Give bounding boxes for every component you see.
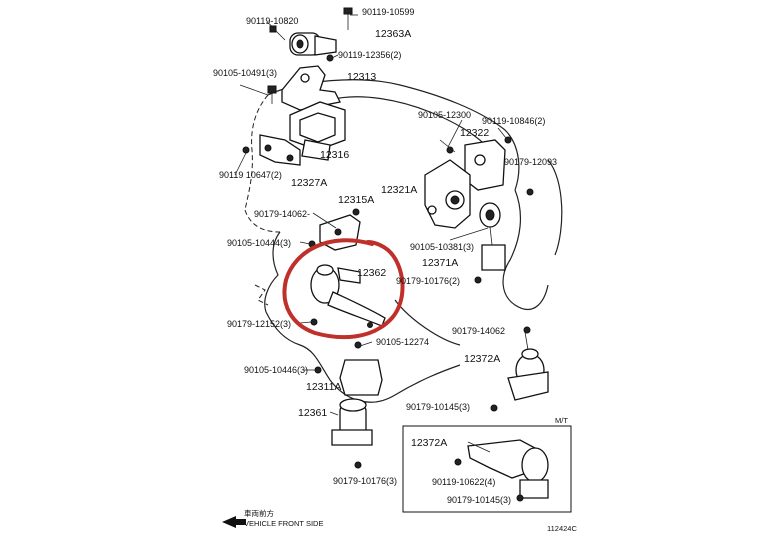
part-12361 <box>331 398 373 469</box>
label-90119-10846: 90119-10846(2) <box>482 116 545 126</box>
part-12371A <box>474 202 506 284</box>
label-12363A: 12363A <box>375 28 411 40</box>
figure-code: 112424C <box>547 524 577 533</box>
label-90179-10176-top: 90179-10176(2) <box>396 276 460 286</box>
part-12363A <box>289 32 337 56</box>
label-90179-12093: 90179-12093 <box>504 157 557 167</box>
label-90179-10176-bottom: 90179-10176(3) <box>333 476 397 486</box>
label-90119-10647: 90119 10647(2) <box>219 170 282 180</box>
label-12313: 12313 <box>347 71 376 83</box>
label-mt: M/T <box>555 416 568 425</box>
bolt-top <box>269 7 353 62</box>
part-12372A <box>490 326 549 412</box>
label-12327A: 12327A <box>291 177 327 189</box>
part-12321A <box>424 159 471 229</box>
label-90105-10444: 90105-10444(3) <box>227 238 291 248</box>
label-12321A: 12321A <box>381 184 417 196</box>
label-90105-10491: 90105-10491(3) <box>213 68 277 78</box>
arrow-left-icon <box>222 516 246 528</box>
label-90179-14062-top: 90179-14062- <box>254 209 310 219</box>
label-90105-12300: 90105-12300 <box>418 110 471 120</box>
label-90179-10145-a: 90179-10145(3) <box>406 402 470 412</box>
label-90179-12152: 90179-12152(3) <box>227 319 291 329</box>
label-90119-10622: 90119-10622(4) <box>432 477 495 487</box>
label-12361: 12361 <box>298 407 327 419</box>
part-12311A <box>314 341 383 396</box>
label-12362: 12362 <box>357 267 386 279</box>
label-90105-10381: 90105-10381(3) <box>410 242 474 252</box>
label-90179-14062-right: 90179-14062 <box>452 326 505 336</box>
part-12316 <box>289 101 346 161</box>
part-12327A <box>242 85 301 166</box>
legend-japanese: 車両前方 <box>244 508 274 518</box>
label-12371A: 12371A <box>422 257 458 269</box>
label-12316: 12316 <box>320 149 349 161</box>
label-90119-12356: 90119-12356(2) <box>338 50 401 60</box>
label-90179-10145-b: 90179-10145(3) <box>447 495 511 505</box>
label-12322: 12322 <box>460 127 489 139</box>
label-12372A-box: 12372A <box>411 437 447 449</box>
label-12315A: 12315A <box>338 194 374 206</box>
vehicle-front-legend: 車両前方 VEHICLE FRONT SIDE <box>222 508 323 528</box>
label-90105-12274: 90105-12274 <box>376 337 429 347</box>
engine-outline <box>244 79 563 403</box>
legend-english: VEHICLE FRONT SIDE <box>244 519 323 528</box>
leader-lines <box>234 14 507 453</box>
label-12311A: 12311A <box>306 381 341 393</box>
part-12313 <box>281 65 341 111</box>
highlight-circle <box>282 238 405 340</box>
label-90119-10599: 90119-10599 <box>362 7 414 17</box>
label-90105-10446: 90105-10446(3) <box>244 365 308 375</box>
label-12372A: 12372A <box>464 353 500 365</box>
label-90119-10820: 90119-10820 <box>246 16 298 26</box>
